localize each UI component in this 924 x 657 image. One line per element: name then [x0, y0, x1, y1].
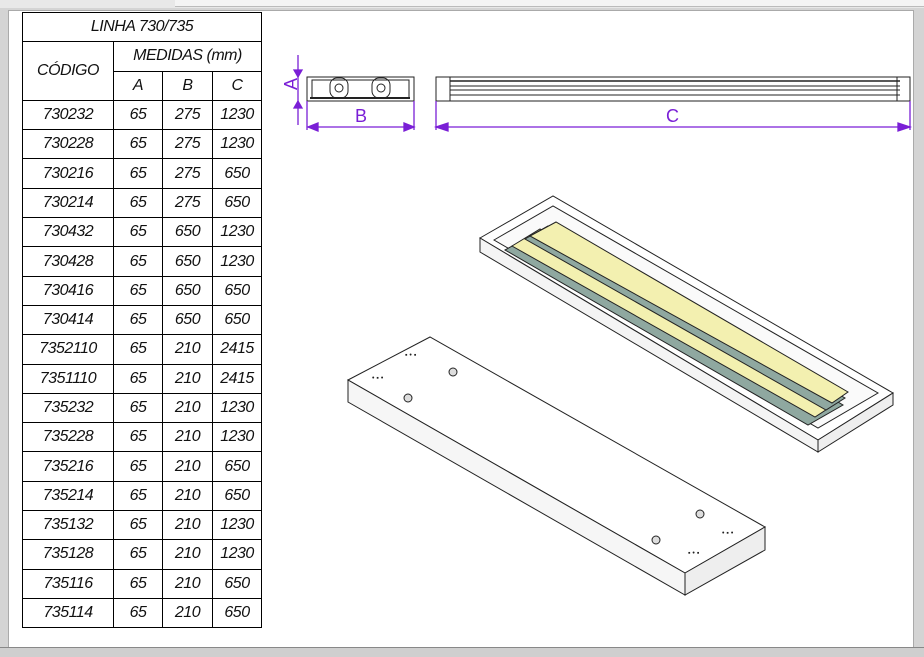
b-cell: 275	[162, 158, 213, 189]
luminaire-isometric	[479, 195, 894, 453]
a-cell: 65	[113, 275, 163, 306]
c-cell: 1230	[212, 246, 262, 277]
c-cell: 1230	[212, 422, 262, 453]
c-cell: 650	[212, 480, 262, 512]
c-cell: 2415	[212, 334, 262, 365]
c-cell: 1230	[212, 129, 262, 160]
svg-text:▪ • ▪: ▪ • ▪	[688, 550, 700, 557]
dim-b-label: B	[355, 106, 367, 126]
b-cell: 210	[162, 451, 213, 482]
a-cell: 65	[113, 334, 163, 365]
svg-text:• ▪ •: • ▪ •	[722, 530, 734, 537]
code-cell: 730216	[22, 158, 114, 189]
code-cell: 735232	[22, 392, 114, 424]
b-cell: 210	[162, 597, 213, 629]
code-cell: 735228	[22, 422, 114, 453]
dim-a-label: A	[281, 78, 301, 90]
a-cell: 65	[113, 480, 163, 512]
c-cell: 650	[212, 597, 262, 629]
b-cell: 650	[162, 217, 213, 248]
cover-isometric: • ▪ • ▪ • ▪ ▪ • ▪ • ▪ •	[346, 336, 767, 596]
b-cell: 210	[162, 539, 213, 570]
b-cell: 650	[162, 304, 213, 336]
a-cell: 65	[113, 158, 163, 189]
sheet-tab	[175, 0, 924, 7]
c-cell: 2415	[212, 363, 262, 394]
c-cell: 1230	[212, 99, 262, 131]
a-cell: 65	[113, 568, 163, 599]
col-b-header: B	[162, 70, 213, 101]
code-cell: 730416	[22, 275, 114, 306]
c-cell: 650	[212, 304, 262, 336]
b-cell: 210	[162, 568, 213, 599]
b-cell: 210	[162, 392, 213, 424]
code-cell: 735216	[22, 451, 114, 482]
b-cell: 650	[162, 246, 213, 277]
code-cell: 730428	[22, 246, 114, 277]
code-cell: 735132	[22, 510, 114, 541]
code-cell: 7351110	[22, 363, 114, 394]
status-bar	[0, 647, 924, 657]
code-cell: 735114	[22, 597, 114, 629]
a-cell: 65	[113, 392, 163, 424]
svg-text:• ▪ •: • ▪ •	[372, 375, 384, 382]
b-cell: 210	[162, 334, 213, 365]
a-cell: 65	[113, 129, 163, 160]
b-cell: 210	[162, 480, 213, 512]
b-cell: 650	[162, 275, 213, 306]
code-cell: 730414	[22, 304, 114, 336]
c-cell: 650	[212, 568, 262, 599]
a-cell: 65	[113, 246, 163, 277]
dim-c-label: C	[666, 106, 679, 126]
code-cell: 735214	[22, 480, 114, 512]
side-view	[306, 76, 415, 102]
c-cell: 1230	[212, 217, 262, 248]
a-cell: 65	[113, 597, 163, 629]
c-cell: 650	[212, 187, 262, 219]
c-cell: 650	[212, 158, 262, 189]
measures-header: MEDIDAS (mm)	[113, 41, 262, 72]
c-cell: 650	[212, 451, 262, 482]
table-title: LINHA 730/735	[22, 11, 262, 43]
front-view	[435, 76, 911, 102]
a-cell: 65	[113, 304, 163, 336]
b-cell: 210	[162, 422, 213, 453]
a-cell: 65	[113, 451, 163, 482]
col-c-header: C	[212, 70, 262, 101]
code-cell: 7352110	[22, 334, 114, 365]
c-cell: 1230	[212, 392, 262, 424]
a-cell: 65	[113, 187, 163, 219]
dimensions-table: LINHA 730/735 CÓDIGO MEDIDAS (mm) A B C …	[22, 11, 262, 629]
svg-text:▪ • ▪: ▪ • ▪	[405, 352, 417, 359]
dimension-lines	[292, 55, 913, 132]
a-cell: 65	[113, 422, 163, 453]
c-cell: 650	[212, 275, 262, 306]
b-cell: 210	[162, 363, 213, 394]
code-cell: 730228	[22, 129, 114, 160]
